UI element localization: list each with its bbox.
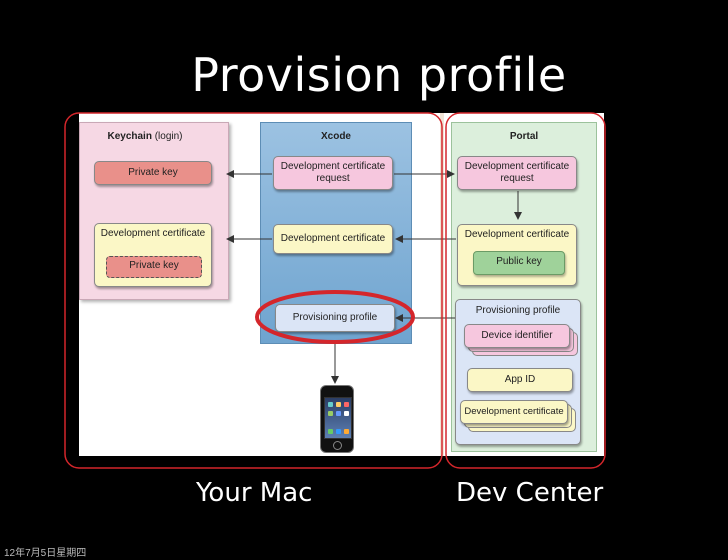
date-stamp: 12年7月5日星期四 (4, 544, 86, 559)
provisioning-profile-highlight-ellipse (257, 292, 413, 342)
caption-your-mac: Your Mac (196, 478, 312, 508)
caption-dev-center: Dev Center (456, 478, 603, 508)
dev-center-highlight-box (446, 113, 605, 468)
your-mac-highlight-box (65, 113, 442, 468)
